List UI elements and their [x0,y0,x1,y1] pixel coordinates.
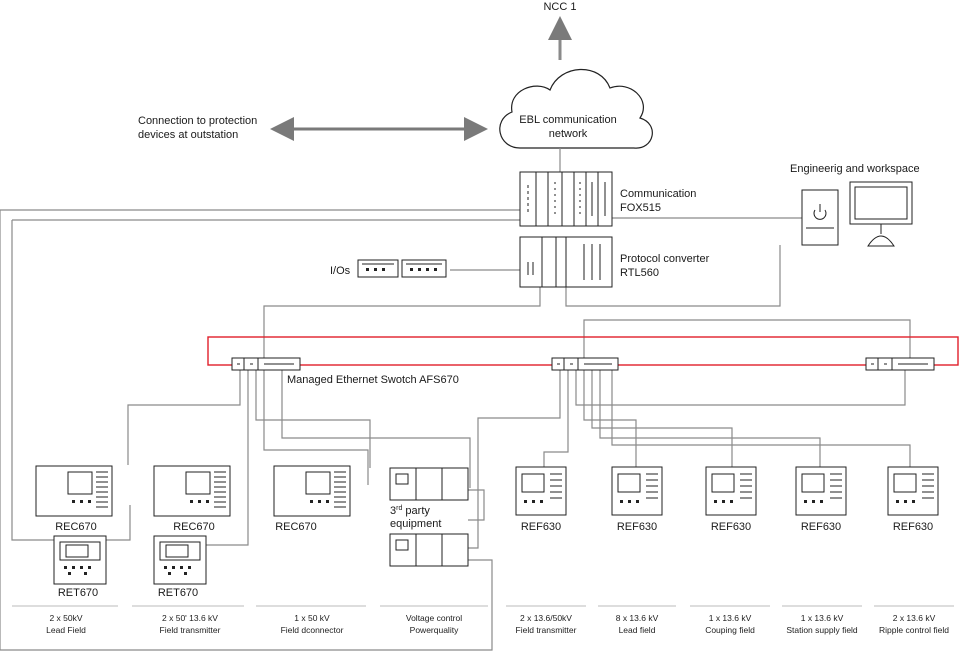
rtl-label-line1: Protocol converter [620,253,710,265]
bay-label-4-line1: Voltage control [406,613,462,623]
bay-label-8-line2: Station supply field [786,625,858,635]
fox-label-line2: FOX515 [620,202,661,214]
third-party-device-2 [389,533,469,567]
ret670-device-1 [53,535,107,585]
ref630-label-3: REF630 [711,521,751,533]
ret670-label-2: RET670 [158,587,198,599]
ref630-device-4 [795,466,847,516]
switch-2 [551,357,619,371]
ref630-device-1 [515,466,567,516]
workspace-label: Engineerig and workspace [790,163,920,175]
rec670-label-3: REC670 [275,521,317,533]
bay-label-6-line1: 8 x 13.6 kV [616,613,659,623]
bay-label-1-line1: 2 x 50kV [49,613,82,623]
fox515-rack [519,171,613,227]
rec670-device-1 [35,465,113,517]
ref630-device-2 [611,466,663,516]
io-module-2 [401,259,447,278]
third-party-device-1 [389,467,469,501]
ref630-device-5 [887,466,939,516]
switch-3 [865,357,935,371]
communication-cloud: EBL communication network [499,68,653,149]
ret670-device-2 [153,535,207,585]
bay-label-7-line2: Couping field [705,625,755,635]
ncc-label: NCC 1 [543,1,576,13]
bay-label-5-line1: 2 x 13.6/50kV [520,613,572,623]
bay-label-2-line2: Field transmitter [160,625,221,635]
third-party-label-line2: equipment [390,518,441,530]
workstation-monitor [849,181,913,247]
bay-label-3-line1: 1 x 50 kV [294,613,330,623]
ref630-label-5: REF630 [893,521,933,533]
bay-label-2-line1: 2 x 50' 13.6 kV [162,613,218,623]
ref630-label-1: REF630 [521,521,561,533]
bay-label-5-line2: Field transmitter [516,625,577,635]
rec670-device-2 [153,465,231,517]
bay-label-1-line2: Lead Field [46,625,86,635]
protection-label-line2: devices at outstation [138,129,238,141]
bay-label-9-line2: Ripple control field [879,625,949,635]
ref630-device-3 [705,466,757,516]
bay-labels: 2 x 50kV Lead Field 2 x 50' 13.6 kV Fiel… [46,613,949,635]
cloud-label-line2: network [549,128,588,140]
rec670-device-3 [273,465,351,517]
switch-label: Managed Ethernet Swotch AFS670 [287,374,459,386]
protection-label-line1: Connection to protection [138,115,257,127]
rec670-label-1: REC670 [55,521,97,533]
rec670-label-2: REC670 [173,521,215,533]
ret670-label-1: RET670 [58,587,98,599]
ref630-label-2: REF630 [617,521,657,533]
bay-label-8-line1: 1 x 13.6 kV [801,613,844,623]
rtl560-rack [519,236,613,288]
io-module-1 [357,259,399,278]
connection-wires [0,209,911,651]
bay-label-7-line1: 1 x 13.6 kV [709,613,752,623]
fox-label-line1: Communication [620,188,696,200]
bay-label-4-line2: Powerquality [410,625,459,635]
third-party-label-line1: 3rd party [390,505,430,517]
ref630-label-4: REF630 [801,521,841,533]
rtl-label-line2: RTL560 [620,267,659,279]
workstation-tower [801,189,839,246]
bay-label-6-line2: Lead field [619,625,656,635]
cloud-label-line1: EBL communication [519,114,616,126]
bay-label-3-line2: Field dconnector [281,625,344,635]
switch-1 [231,357,301,371]
ios-label: I/Os [330,265,351,277]
bay-label-9-line1: 2 x 13.6 kV [893,613,936,623]
